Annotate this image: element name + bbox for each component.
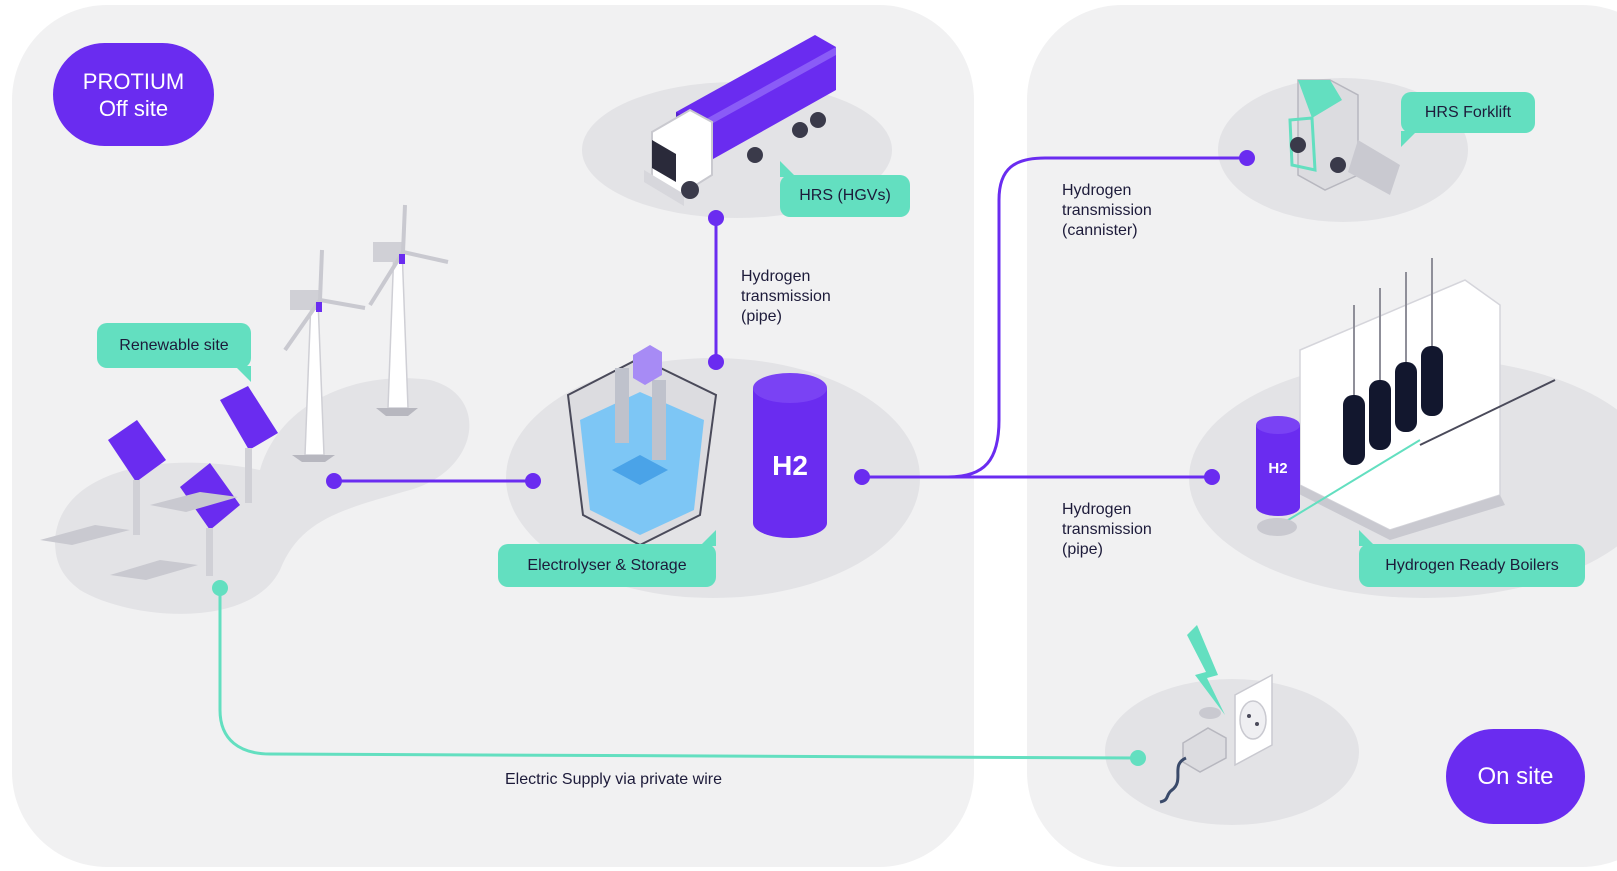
dot-h2-out [854, 469, 870, 485]
wind-turbine-icon [283, 204, 449, 462]
hrs-hgv-label: HRS (HGVs) [780, 161, 910, 217]
renewable-site-label: Renewable site [97, 323, 251, 382]
onsite-badge: On site [1446, 729, 1585, 824]
main-tank-label: H2 [772, 450, 808, 481]
dot-electrolyser-top [708, 354, 724, 370]
socket-ground [1105, 679, 1359, 825]
canister-line [947, 156, 1247, 479]
dot-truck [708, 210, 724, 226]
dot-electrolyser-left [525, 473, 541, 489]
onsite-badge-label: On site [1477, 762, 1554, 790]
offsite-badge-line2: Off site [98, 95, 169, 121]
boiler-icon [1274, 258, 1556, 540]
hydrogen-ready-boilers-label: Hydrogen Ready Boilers [1359, 530, 1585, 587]
dot-socket [1130, 750, 1146, 766]
electrolyser-icon [566, 345, 718, 547]
electrolyser-storage-label: Electrolyser & Storage [498, 530, 716, 587]
offsite-badge-line1: PROTIUM [82, 68, 185, 94]
dot-solar [212, 580, 228, 596]
renewable-ground [55, 378, 470, 614]
boiler-tank-label: H2 [1268, 460, 1288, 477]
forklift-icon [1288, 79, 1400, 195]
offsite-panel [12, 5, 974, 867]
lightning-icon [1187, 625, 1225, 719]
hydrogen-tank-icon [753, 373, 827, 538]
hrs-forklift-label: HRS Forklift [1401, 92, 1535, 147]
pipe-boilers-text: Hydrogen transmission (pipe) [1062, 501, 1152, 558]
power-socket-icon [1234, 673, 1273, 767]
solar-panel-icon [40, 386, 278, 580]
private-wire-line [218, 588, 1139, 760]
dot-boilers [1204, 469, 1220, 485]
truck-icon [644, 35, 836, 206]
canister-text: Hydrogen transmission (cannister) [1062, 182, 1152, 239]
private-wire-text: Electric Supply via private wire [505, 771, 722, 788]
pipe-hgv-text: Hydrogen transmission (pipe) [741, 268, 831, 325]
offsite-badge: PROTIUM Off site [53, 43, 214, 146]
plug-icon [1159, 727, 1227, 804]
dot-forklift [1239, 150, 1255, 166]
dot-renewable [326, 473, 342, 489]
boiler-hydrogen-tank-icon [1256, 416, 1300, 536]
